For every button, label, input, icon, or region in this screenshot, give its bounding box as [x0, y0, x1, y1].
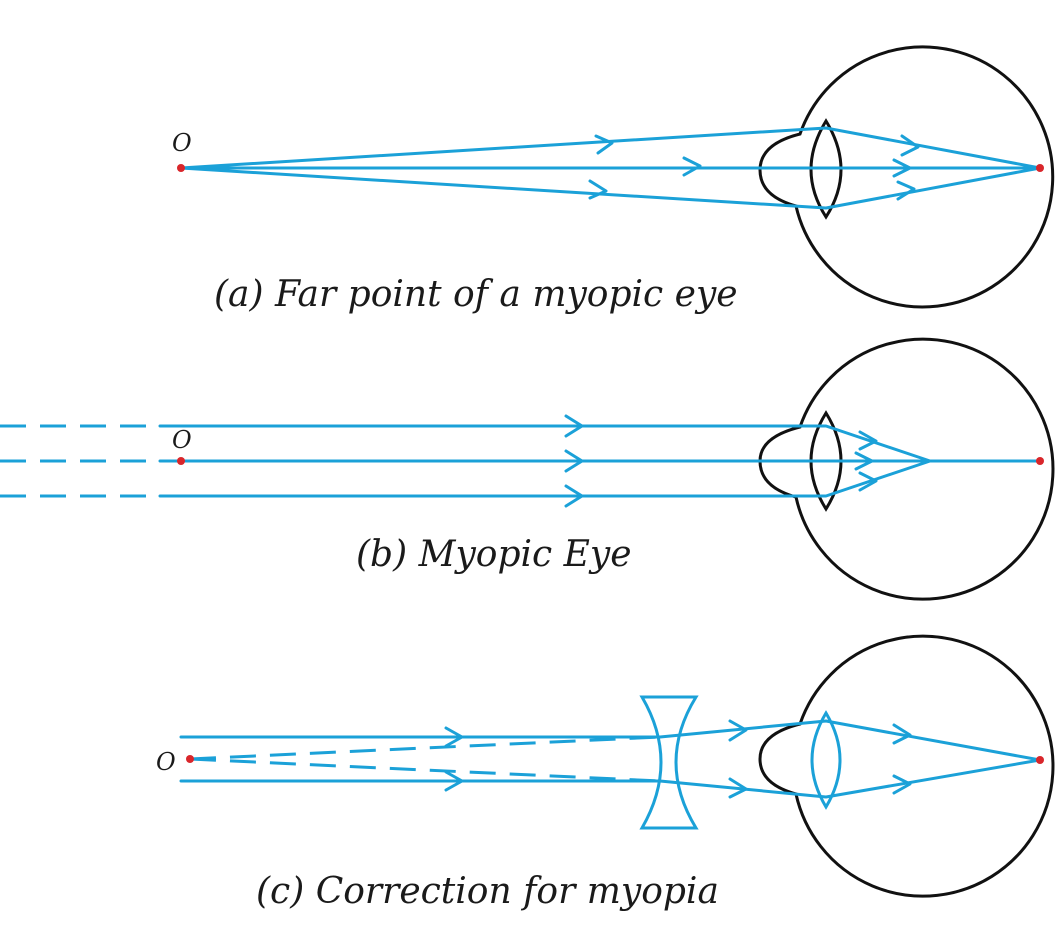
ray-b-bot	[158, 459, 932, 498]
arrow-a4	[900, 134, 920, 157]
arrow-b2	[564, 449, 584, 473]
arrow-b1	[564, 414, 584, 438]
label-o-a: O	[172, 129, 192, 157]
arrow-a2	[682, 156, 702, 177]
panel-b: O (b) Myopic Eye	[0, 337, 1055, 601]
arrow-b3	[564, 484, 584, 508]
arrow-a6	[896, 180, 916, 201]
arrow-c2	[444, 770, 464, 792]
arrow-b5	[854, 451, 874, 471]
retina-point-a	[1036, 164, 1044, 172]
point-o-a	[177, 164, 185, 172]
point-o-b	[177, 457, 185, 465]
label-o-b: O	[172, 426, 192, 454]
concave-lens	[639, 695, 699, 830]
eye-c	[758, 634, 1055, 898]
arrow-b4	[858, 430, 878, 451]
ray-c-bot-out	[658, 758, 1042, 799]
caption-c: (c) Correction for myopia	[256, 871, 719, 912]
point-o-c	[186, 755, 194, 763]
rays-c	[179, 719, 1042, 799]
eye-lens-c	[810, 710, 842, 810]
ray-b-top	[158, 424, 932, 463]
arrow-c4	[728, 777, 748, 799]
retina-point-b	[1036, 457, 1044, 465]
panel-c: O (c) Correction for myopia	[156, 634, 1055, 912]
ray-a-bot	[179, 166, 1042, 210]
ray-c-top-out	[658, 719, 1042, 762]
arrow-a5	[892, 158, 912, 178]
panel-a: O (a) Far point of a myopic eye	[172, 45, 1055, 315]
arrow-c3	[728, 719, 748, 742]
arrow-a3	[588, 179, 608, 200]
caption-b: (b) Myopic Eye	[356, 534, 632, 575]
arrow-c1	[444, 726, 464, 748]
eyeball-c	[758, 634, 1055, 898]
virtual-ray-c-bot	[189, 757, 661, 783]
eyeball-a	[758, 45, 1055, 309]
rays-a	[179, 126, 1042, 210]
arrow-c6	[892, 774, 912, 795]
arrow-c5	[892, 723, 912, 745]
eye-a	[758, 45, 1055, 309]
rays-b	[0, 414, 1042, 508]
arrow-b6	[858, 471, 878, 492]
caption-a: (a) Far point of a myopic eye	[214, 274, 738, 315]
ray-a-top	[179, 126, 1042, 170]
virtual-ray-c-top	[189, 735, 661, 761]
arrow-a1	[594, 134, 614, 155]
label-o-c: O	[156, 748, 176, 776]
retina-point-c	[1036, 756, 1044, 764]
